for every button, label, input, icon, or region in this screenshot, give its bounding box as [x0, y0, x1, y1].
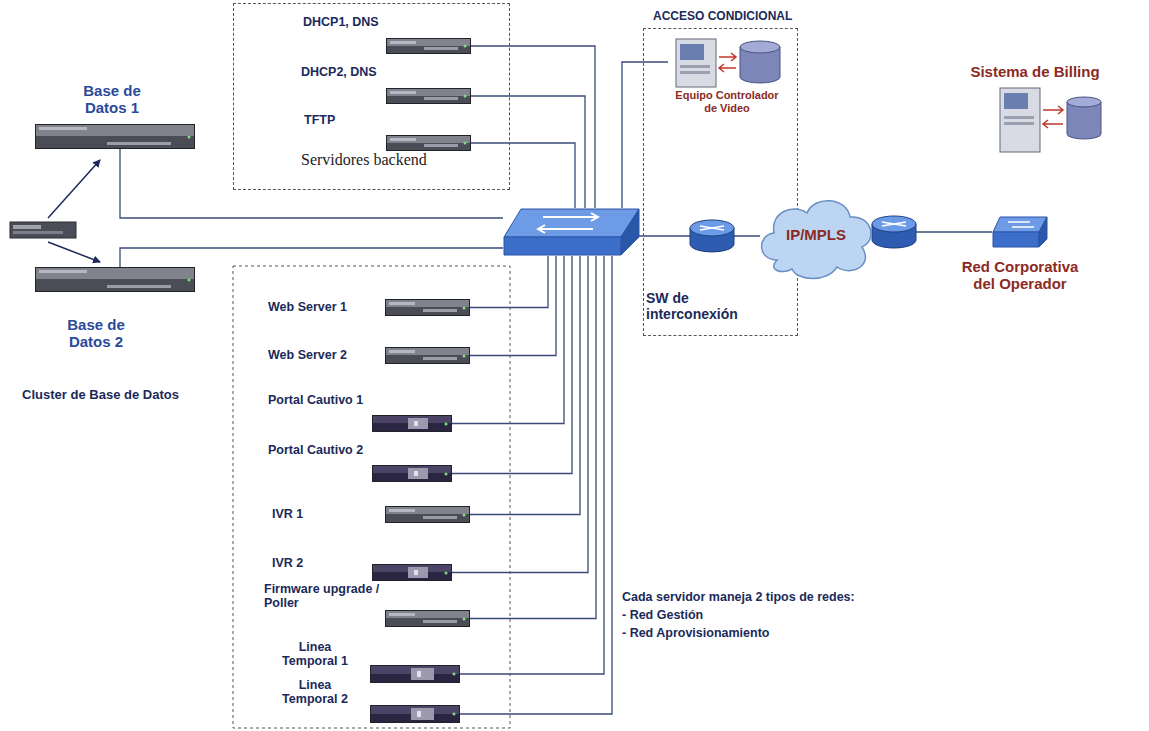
server-icon	[386, 88, 471, 104]
node-label: Red Corporativa del Operador	[955, 258, 1085, 293]
connector	[470, 256, 580, 515]
switch-icon	[503, 208, 640, 256]
connector	[452, 256, 572, 474]
connector	[120, 149, 503, 218]
node-label: Web Server 2	[268, 348, 347, 362]
node-label: Firmware upgrade / Poller	[264, 582, 382, 611]
node-label: DHCP1, DNS	[303, 15, 379, 29]
server-icon	[385, 506, 470, 523]
node-label: Portal Cautivo 1	[268, 393, 363, 407]
switch-icon	[992, 216, 1048, 248]
ip-mpls-cloud: IP/MPLS	[752, 185, 880, 285]
server-box: Linea Temporal 1	[370, 665, 460, 683]
node-label: Linea Temporal 2	[272, 678, 358, 707]
server-icon	[372, 564, 452, 581]
node-label: Equipo Controlador de Video	[668, 89, 786, 114]
server-icon	[35, 267, 195, 292]
router-icon	[690, 220, 734, 252]
interconnect-switch: SW de interconexión	[503, 208, 640, 256]
connector	[470, 256, 548, 308]
server-box: DHCP2, DNS	[386, 88, 471, 104]
database-server: Base de Datos 2	[35, 267, 195, 292]
node-label: Base de Datos 1	[62, 82, 162, 117]
note-label: - Red Aprovisionamiento	[622, 626, 769, 640]
billing-server-icon	[955, 86, 1115, 156]
note-label: Cluster de Base de Datos	[18, 388, 183, 403]
cluster-arrow	[48, 242, 100, 262]
server-box: Portal Cautivo 1	[372, 415, 452, 432]
video-controller-icon	[668, 37, 786, 89]
node-label: IVR 1	[272, 507, 303, 521]
server-box: Web Server 1	[385, 299, 470, 316]
server-icon	[386, 38, 471, 54]
connector	[470, 256, 556, 356]
connector	[471, 46, 595, 208]
cluster-arrow	[48, 160, 100, 218]
backend-group: Servidores backend DHCP1, DNS DHCP2, DNS TF…	[233, 3, 510, 190]
node-label: ACCESO CONDICIONAL	[653, 10, 792, 24]
node-label: TFTP	[304, 113, 335, 127]
connector	[120, 248, 503, 267]
server-icon	[385, 610, 470, 627]
connector	[471, 143, 575, 208]
note-label: - Red Gestión	[622, 608, 703, 622]
node-label: Linea Temporal 1	[272, 640, 358, 669]
node-label: SW de interconexión	[646, 290, 756, 322]
connector	[452, 256, 564, 424]
connector	[452, 256, 588, 573]
server-icon	[386, 135, 471, 151]
server-box: IVR 2	[372, 564, 452, 581]
corporate-network-switch: Red Corporativa del Operador	[992, 216, 1048, 248]
frontend-group-outline	[233, 266, 510, 728]
server-icon	[372, 465, 452, 482]
node-label: Portal Cautivo 2	[268, 443, 363, 457]
note-label: Cada servidor maneja 2 tipos de redes:	[622, 590, 855, 604]
database-server: Base de Datos 1	[35, 124, 195, 149]
conditional-access-group: ACCESO CONDICIONALEquipo Controlador de …	[643, 28, 798, 336]
server-icon	[372, 415, 452, 432]
server-box: Portal Cautivo 2	[372, 465, 452, 482]
connector	[470, 256, 596, 619]
server-icon	[385, 347, 470, 364]
server-box: Web Server 2	[385, 347, 470, 364]
server-icon	[35, 124, 195, 149]
node-label: Servidores backend	[301, 151, 427, 169]
node-label: IVR 2	[272, 556, 303, 570]
server-box: Firmware upgrade / Poller	[385, 610, 470, 627]
node-label: Web Server 1	[268, 300, 347, 314]
billing-system: Sistema de Billing	[955, 62, 1115, 157]
node-label: Sistema de Billing	[955, 63, 1115, 80]
router-icon	[872, 216, 916, 248]
connector	[471, 96, 585, 208]
server-box: Linea Temporal 2	[370, 705, 460, 723]
server-box: IVR 1	[385, 506, 470, 523]
cluster-device	[10, 222, 76, 238]
node-label: Base de Datos 2	[46, 316, 146, 351]
server-icon	[370, 705, 460, 723]
connector	[460, 256, 612, 714]
server-box: DHCP1, DNS	[386, 38, 471, 54]
node-label: IP/MPLS	[752, 226, 880, 243]
server-icon	[385, 299, 470, 316]
video-controller: Equipo Controlador de Video	[668, 37, 786, 119]
server-icon	[370, 665, 460, 683]
connector	[460, 256, 604, 674]
server-box: TFTP	[386, 135, 471, 151]
connector	[622, 62, 668, 208]
node-label: DHCP2, DNS	[301, 65, 377, 79]
